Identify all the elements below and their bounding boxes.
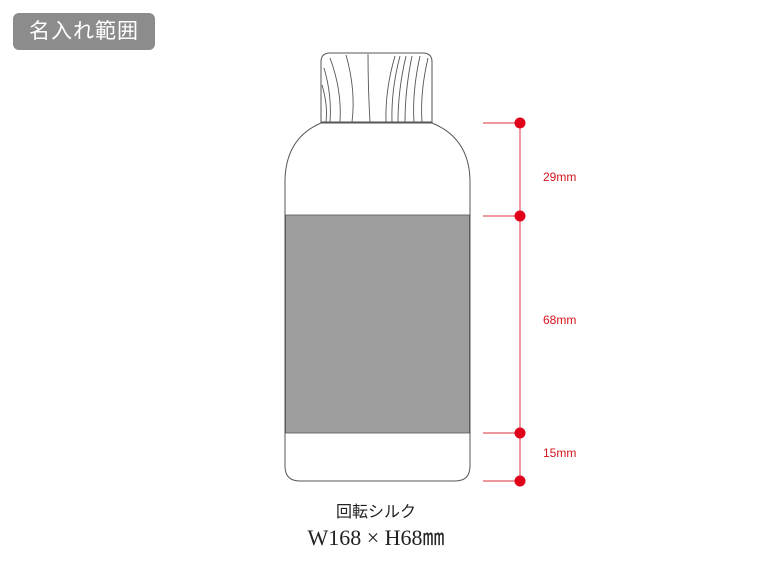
dimension-lines bbox=[483, 122, 521, 482]
dimension-label-shoulder: 29mm bbox=[543, 170, 577, 184]
wood-grain-lines bbox=[321, 53, 429, 123]
bottle-cap bbox=[320, 52, 433, 123]
bottle-body bbox=[284, 122, 471, 482]
print-area bbox=[285, 214, 470, 434]
dimension-markers bbox=[514, 117, 526, 487]
print-area-badge: 名入れ範囲 bbox=[13, 13, 155, 50]
dimension-label-bottom: 15mm bbox=[543, 446, 577, 460]
print-size-label: W168 × H68㎜ bbox=[307, 525, 445, 550]
print-method-label: 回転シルク bbox=[335, 502, 416, 521]
dimension-label-print-height: 68mm bbox=[543, 313, 577, 327]
